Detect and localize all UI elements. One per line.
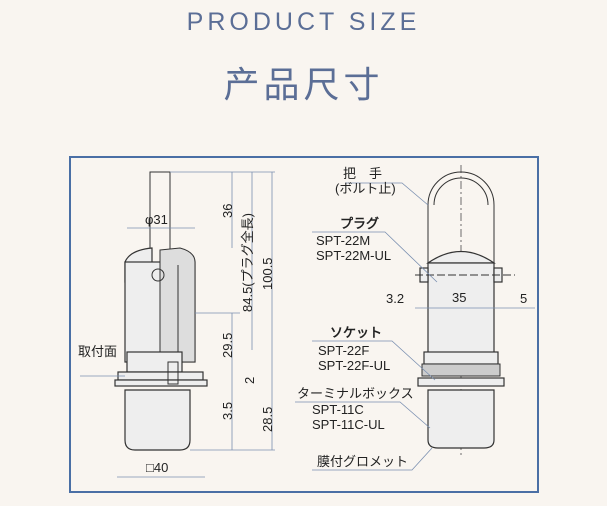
dim-5: 5 xyxy=(520,291,527,306)
handle-note: (ボルト止) xyxy=(335,181,396,196)
dim-3-5: 3.5 xyxy=(220,402,235,420)
socket-label: ソケット xyxy=(330,325,382,340)
terminal-box-model-1: SPT-11C xyxy=(312,402,364,417)
title-chinese: 产品尺寸 xyxy=(223,65,384,106)
socket-model-1: SPT-22F xyxy=(318,343,369,358)
plug-label: プラグ xyxy=(340,216,379,231)
dim-square: □40 xyxy=(146,460,168,475)
terminal-box-model-2: SPT-11C-UL xyxy=(312,417,385,432)
plug-model-1: SPT-22M xyxy=(316,233,370,248)
dim-3-2: 3.2 xyxy=(386,291,404,306)
plug-model-2: SPT-22M-UL xyxy=(316,248,391,263)
dim-total: 100.5 xyxy=(260,257,275,290)
dim-2: 2 xyxy=(242,377,257,384)
front-view: 把 手 (ボルト止) プラグ SPT-22M SPT-22M-UL 3.2 35… xyxy=(295,165,535,471)
title-english: PRODUCT SIZE xyxy=(186,8,421,36)
socket-model-2: SPT-22F-UL xyxy=(318,358,390,373)
side-section-view: φ31 36 84.5(プラグ全長) 100.5 29.5 2 3.5 28.5… xyxy=(78,171,275,478)
dim-plug-length: 84.5(プラグ全長) xyxy=(240,213,255,312)
dim-diameter: φ31 xyxy=(145,212,168,227)
dim-29-5: 29.5 xyxy=(220,333,235,358)
dim-35: 35 xyxy=(452,290,466,305)
terminal-box-label: ターミナルボックス xyxy=(297,386,414,401)
dim-28-5: 28.5 xyxy=(260,407,275,432)
mount-surface-label: 取付面 xyxy=(78,344,117,359)
grommet-label: 膜付グロメット xyxy=(317,454,408,469)
dim-36: 36 xyxy=(220,204,235,218)
handle-label: 把 手 xyxy=(343,166,382,181)
